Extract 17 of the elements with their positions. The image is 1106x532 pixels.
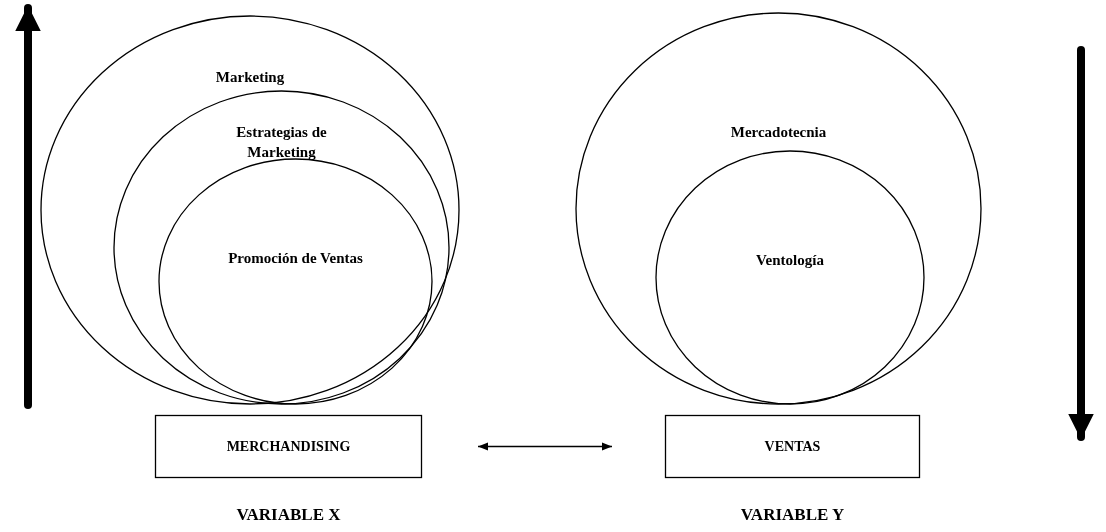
set-ellipse <box>40 15 460 405</box>
set-ellipse <box>158 158 433 405</box>
node-label: Marketing <box>214 68 286 87</box>
double-arrow <box>477 442 613 451</box>
node-label: Promoción de Ventas <box>227 249 364 268</box>
set-ellipse <box>575 12 982 405</box>
variable-box <box>665 415 920 478</box>
variable-caption: VARIABLE Y <box>739 505 846 525</box>
set-ellipse <box>655 150 925 405</box>
variable-caption: VARIABLE X <box>235 505 342 525</box>
set-ellipse <box>113 90 450 405</box>
node-label: Mercadotecnia <box>729 123 828 142</box>
variable-box <box>155 415 422 478</box>
node-label: MERCHANDISING <box>225 438 352 456</box>
node-label: VENTAS <box>763 438 822 456</box>
node-label: Ventología <box>755 251 825 270</box>
node-label: Estrategias de Marketing <box>235 123 328 162</box>
